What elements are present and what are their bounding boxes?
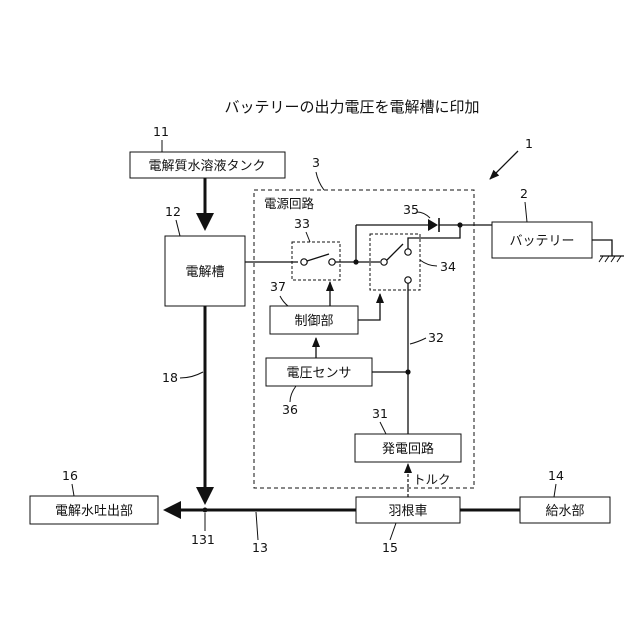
- generator-label: 発電回路: [382, 441, 434, 457]
- ref-switch-33: 33: [294, 216, 310, 231]
- ref-generator: 31: [372, 406, 388, 421]
- power-circuit-leader: [316, 172, 324, 190]
- voltage-sensor-leader: [290, 386, 296, 402]
- voltage-sensor-label: 電圧センサ: [286, 366, 351, 381]
- switch-33-leader: [306, 232, 310, 242]
- outlet-label: 電解水吐出部: [55, 504, 133, 519]
- switch-33-contact-right: [329, 259, 335, 265]
- ref-battery: 2: [520, 186, 528, 201]
- pipe-13-leader: [256, 512, 258, 540]
- switch-34-contact-bottom: [405, 277, 411, 283]
- battery-leader: [525, 202, 527, 222]
- power-circuit-label: 電源回路: [264, 196, 315, 211]
- ref-cell: 12: [165, 204, 181, 219]
- battery-ground-wire: [592, 240, 612, 256]
- impeller-leader: [390, 523, 396, 540]
- ground-hatch-4: [617, 256, 621, 262]
- ref-controller: 37: [270, 279, 286, 294]
- pipe-18-leader: [180, 372, 203, 378]
- diode-leader: [417, 212, 430, 218]
- ground-hatch-2: [605, 256, 609, 262]
- outlet-leader: [72, 484, 74, 496]
- water-supply-label: 給水部: [545, 504, 584, 519]
- ref-switch-34: 34: [440, 259, 456, 274]
- ref-system: 1: [525, 136, 533, 151]
- line-32-leader: [410, 338, 426, 344]
- system-leader-arrow: [490, 151, 518, 179]
- ref-junction: 131: [191, 532, 215, 547]
- switch-34-blade: [387, 244, 403, 260]
- switch34-to-output-wire: [408, 225, 460, 249]
- ref-voltage-sensor: 36: [282, 402, 298, 417]
- switch-33-blade: [307, 254, 329, 261]
- torque-label: トルク: [413, 472, 451, 487]
- ref-impeller: 15: [382, 540, 398, 555]
- diode-35: [428, 219, 438, 231]
- battery-label: バッテリー: [509, 234, 574, 249]
- controller-label: 制御部: [294, 314, 333, 329]
- diagram-title: バッテリーの出力電圧を電解槽に印加: [224, 98, 479, 116]
- ref-pipe-18: 18: [162, 370, 178, 385]
- controller-leader: [280, 296, 288, 306]
- output-node-dot: [457, 222, 462, 227]
- cell-leader: [176, 220, 180, 236]
- ground-hatch-1: [599, 256, 603, 262]
- ref-diode: 35: [403, 202, 419, 217]
- controller-to-switch34-arrow: [358, 294, 380, 320]
- ref-line-32: 32: [428, 330, 444, 345]
- ref-pipe-13: 13: [252, 540, 268, 555]
- ref-power-circuit: 3: [312, 155, 320, 170]
- switch-34-contact-left: [381, 259, 387, 265]
- ground-hatch-3: [611, 256, 615, 262]
- switch-34-contact-right: [405, 249, 411, 255]
- water-supply-leader: [554, 484, 556, 497]
- switch-33-contact-left: [301, 259, 307, 265]
- ref-tank: 11: [153, 124, 169, 139]
- ref-water-supply: 14: [548, 468, 564, 483]
- cell-label: 電解槽: [185, 265, 224, 280]
- generator-leader: [380, 422, 386, 434]
- tank-label: 電解質水溶液タンク: [148, 159, 265, 174]
- impeller-label: 羽根車: [388, 504, 427, 519]
- switch-34-leader: [420, 260, 437, 266]
- ref-outlet: 16: [62, 468, 78, 483]
